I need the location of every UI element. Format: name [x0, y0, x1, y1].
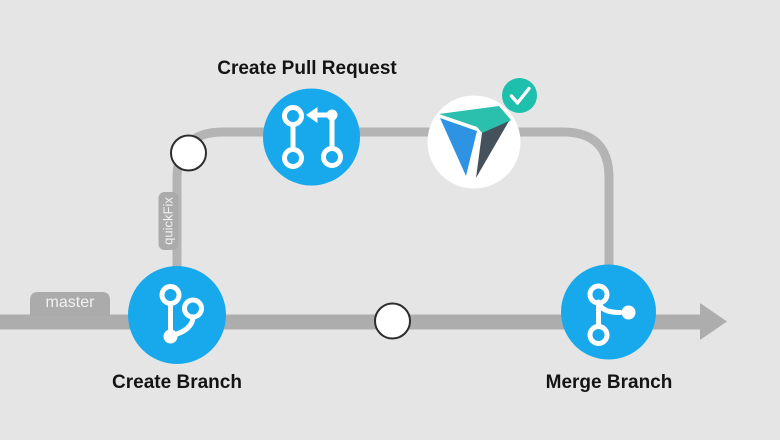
create-pull-request-label: Create Pull Request	[217, 58, 397, 79]
feature-branch-path	[172, 127, 614, 300]
merge-branch-node	[561, 264, 656, 360]
master-branch-tag	[30, 292, 110, 316]
logo-node	[427, 78, 537, 189]
git-branch-icon	[159, 284, 204, 344]
quickfix-branch-label: quickFix	[160, 197, 176, 245]
git-merge-icon	[587, 283, 636, 346]
check-badge	[502, 78, 537, 113]
check-icon	[509, 86, 531, 105]
arrowhead-icon	[700, 303, 727, 340]
create-pull-request-node	[263, 88, 360, 186]
commit-node-feature	[170, 134, 207, 172]
create-branch-node	[128, 266, 226, 364]
create-branch-label: Create Branch	[112, 372, 242, 393]
quickfix-branch-tag	[158, 192, 179, 250]
create-pull-request-circle	[263, 88, 360, 186]
commit-node-master	[374, 302, 411, 340]
master-branch-label: master	[45, 294, 95, 311]
merge-branch-label: Merge Branch	[545, 372, 673, 393]
app-logo-mark	[439, 106, 511, 178]
create-branch-circle	[128, 266, 226, 364]
check-badge-circle	[502, 78, 537, 113]
pull-request-icon	[282, 105, 343, 169]
